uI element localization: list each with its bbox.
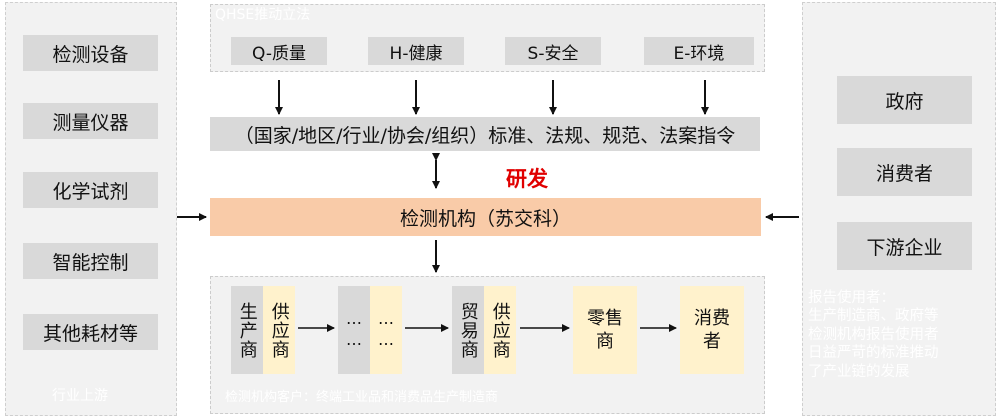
retailer-label: 零售商: [587, 307, 623, 352]
ellipsis-text: …: [346, 309, 362, 329]
chain-node-consumer: 消费者: [680, 286, 744, 374]
rd-caption-highlight: 研发: [506, 167, 549, 191]
chain-node-retailer: 零售商: [573, 286, 637, 374]
report-user-downstream: 下游企业: [837, 222, 972, 270]
report-user-consumer: 消费者: [837, 148, 972, 196]
report-users-note: 报告使用者： 生产制造商、政府等 检测机构报告使用者 日益严苛的标准推动 了产业…: [808, 290, 939, 380]
supply-chain-footer: 检测机构客户：终端工业品和消费品生产制造商: [225, 390, 499, 405]
upstream-item-other-consumables: 其他耗材等: [23, 314, 158, 350]
qhse-item-quality: Q-质量: [231, 37, 327, 65]
report-user-government: 政府: [837, 76, 972, 124]
chain-node-trader: 贸易商: [452, 286, 484, 374]
qhse-item-health: H-健康: [368, 37, 464, 65]
chain-node-ellipsis-left: ……: [338, 286, 370, 374]
consumer-label: 消费者: [694, 307, 730, 352]
upstream-footer-label: 行业上游: [52, 388, 108, 404]
report-users-panel: [802, 2, 996, 416]
testing-institution-box: 检测机构（苏交科）: [210, 198, 761, 236]
rd-caption: 学习、 研发 参与制定: [450, 163, 634, 193]
upstream-item-measuring-instruments: 测量仪器: [23, 103, 158, 139]
qhse-item-environment: E-环境: [644, 37, 754, 65]
ellipsis-text: …: [378, 330, 394, 349]
chain-node-manufacturer: 生产商: [231, 286, 263, 374]
chain-node-ellipsis-right: ……: [370, 286, 402, 374]
upstream-item-chemical-reagents: 化学试剂: [23, 172, 158, 208]
chain-node-supplier-2: 供应商: [484, 286, 516, 374]
standards-bar: （国家/地区/行业/协会/组织）标准、法规、规范、法案指令: [210, 117, 760, 151]
ellipsis-text: …: [346, 330, 362, 349]
qhse-item-safety: S-安全: [505, 37, 601, 65]
upstream-item-smart-control: 智能控制: [23, 243, 158, 279]
upstream-item-testing-equipment: 检测设备: [23, 35, 158, 71]
rd-caption-after: 参与制定: [570, 170, 635, 189]
ellipsis-text: …: [378, 309, 394, 329]
qhse-group-title: QHSE推动立法: [215, 7, 311, 23]
rd-caption-before: 学习、: [450, 170, 499, 189]
chain-node-supplier-1: 供应商: [263, 286, 295, 374]
